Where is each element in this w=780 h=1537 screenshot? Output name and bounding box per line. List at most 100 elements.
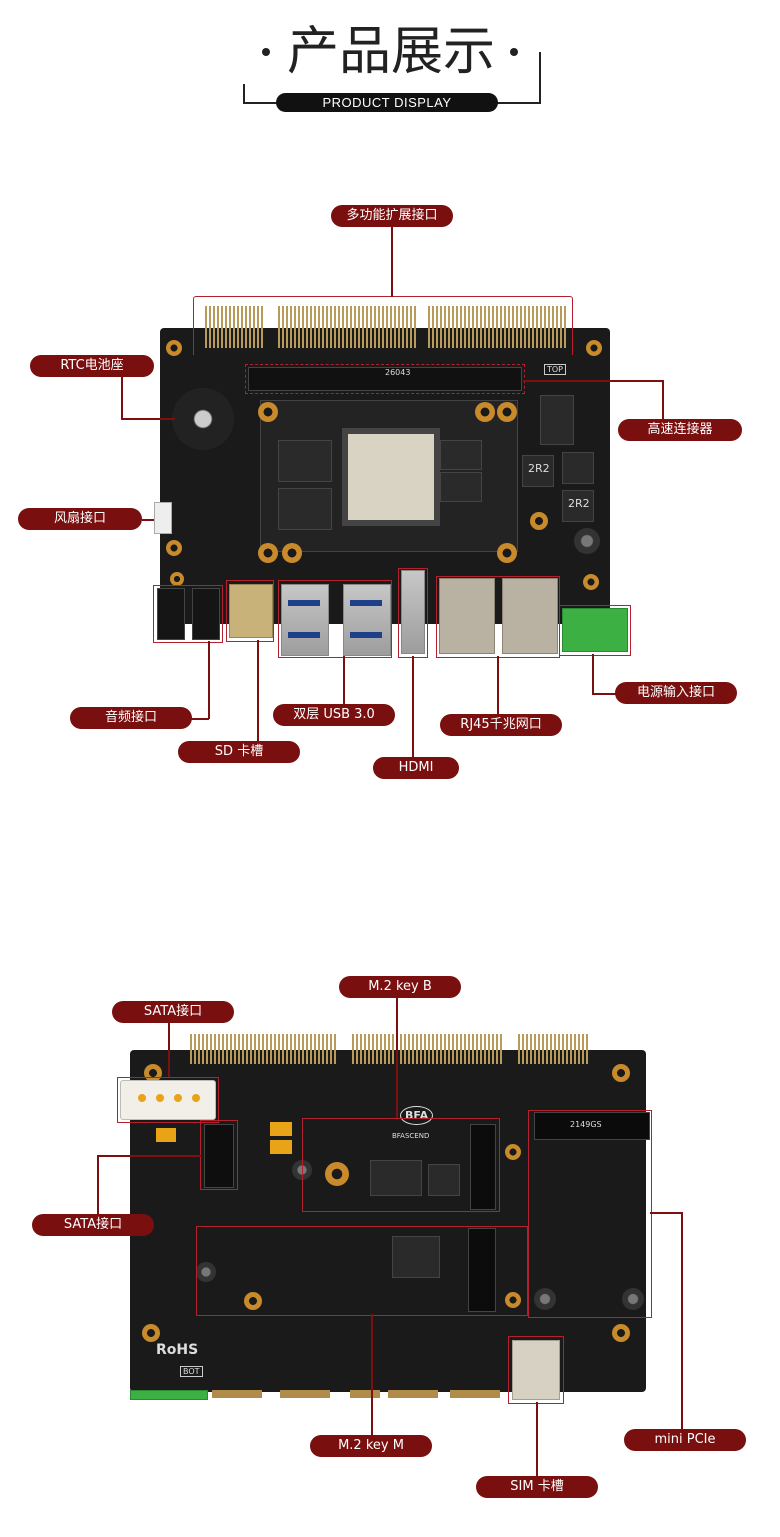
leader-sim: [536, 1402, 538, 1476]
label-mini-pcie: mini PCIe: [624, 1429, 746, 1451]
pin-header-2: [278, 306, 418, 348]
leader-usb: [343, 656, 345, 704]
memory-chip-1: [278, 440, 332, 482]
capacitor: [574, 528, 600, 554]
capacitor-tantalum: [270, 1122, 292, 1136]
leader-multi-expansion: [391, 227, 393, 297]
memory-chip-3: [440, 440, 482, 470]
bridge-chip: [428, 1164, 460, 1196]
standoff: [622, 1288, 644, 1310]
leader-rtc-battery: [121, 377, 123, 419]
standoff: [196, 1262, 216, 1282]
mount-hole: [325, 1162, 349, 1186]
audio-jack: [157, 588, 185, 640]
mount-hole: [282, 543, 302, 563]
highlight-sim: [508, 1336, 564, 1404]
highlight-power: [559, 605, 631, 656]
label-audio: 音频接口: [70, 707, 192, 729]
leader-power: [592, 693, 616, 695]
header-dot-left: [262, 48, 270, 56]
leader-m2-key-b: [396, 998, 398, 1118]
highlight-m2-key-b: [302, 1118, 500, 1212]
mount-hole: [258, 402, 278, 422]
pin-header-2: [352, 1034, 502, 1064]
mount-hole: [170, 572, 184, 586]
mount-hole: [612, 1064, 630, 1082]
mount-hole: [258, 543, 278, 563]
leader-high-speed: [662, 380, 664, 420]
leader-high-speed: [523, 380, 663, 382]
sata-power-connector: [120, 1080, 216, 1120]
leader-power: [592, 654, 594, 694]
label-sata-left: SATA接口: [32, 1214, 154, 1236]
usb-port: [343, 584, 391, 656]
leader-audio: [208, 641, 210, 719]
leader-fan: [142, 519, 154, 521]
capacitor-tantalum: [270, 1140, 292, 1154]
pin-header-3: [518, 1034, 588, 1064]
memory-chip-4: [440, 472, 482, 502]
hdmi-port: [401, 570, 425, 654]
label-power: 电源输入接口: [615, 682, 737, 704]
mount-hole: [505, 1292, 521, 1308]
sim-card-slot: [512, 1340, 560, 1400]
mount-hole: [583, 574, 599, 590]
inductor: [562, 452, 594, 484]
pcie-code: 2149GS: [570, 1120, 602, 1129]
molex-pin: [156, 1094, 164, 1102]
power-terminal-edge: [130, 1390, 208, 1400]
usb-tongue: [350, 632, 382, 638]
label-rj45: RJ45千兆网口: [440, 714, 562, 736]
highlight-high-speed: [245, 364, 525, 394]
page-title: 产品展示: [243, 20, 539, 84]
rj45-port: [439, 578, 495, 654]
leader-sata-left: [97, 1155, 201, 1157]
usb-tongue: [350, 600, 382, 606]
port-edge: [280, 1390, 330, 1398]
highlight-sd: [226, 580, 274, 642]
pin-header-1: [205, 306, 265, 348]
mount-hole: [166, 540, 182, 556]
highlight-multi-expansion: [193, 296, 573, 355]
highlight-rj45: [436, 576, 560, 658]
label-rtc-battery: RTC电池座: [30, 355, 154, 377]
usb-tongue: [288, 600, 320, 606]
mount-hole: [166, 340, 182, 356]
port-edge: [350, 1390, 380, 1398]
highlight-usb: [278, 580, 392, 658]
mini-pcie-socket: [534, 1112, 650, 1140]
audio-jack: [192, 588, 220, 640]
mount-hole: [142, 1324, 160, 1342]
bot-tag: BOT: [180, 1366, 203, 1377]
molex-pin: [174, 1094, 182, 1102]
label-sata-top: SATA接口: [112, 1001, 234, 1023]
inductor: [562, 490, 594, 522]
soc-chip: [342, 428, 440, 526]
highlight-sata-power: [117, 1077, 219, 1123]
capacitor-tantalum: [156, 1128, 176, 1142]
inductor: [522, 455, 554, 487]
mount-hole: [244, 1292, 262, 1310]
label-sim: SIM 卡槽: [476, 1476, 598, 1498]
label-m2-key-m: M.2 key M: [310, 1435, 432, 1457]
mount-hole: [586, 340, 602, 356]
highlight-hdmi: [398, 568, 428, 658]
highlight-mini-pcie: [528, 1110, 652, 1318]
label-fan: 风扇接口: [18, 508, 142, 530]
power-terminal: [562, 608, 628, 652]
inductor: [540, 395, 574, 445]
label-multi-expansion: 多功能扩展接口: [331, 205, 453, 227]
leader-mini-pcie: [681, 1212, 683, 1430]
port-edge: [388, 1390, 438, 1398]
leader-m2-key-m: [371, 1314, 373, 1436]
bridge-chip: [392, 1236, 440, 1278]
mount-hole: [505, 1144, 521, 1160]
leader-audio: [190, 718, 209, 720]
m2-key-b-socket: [470, 1124, 496, 1210]
leader-sd: [257, 640, 259, 742]
leader-sata-top: [168, 1023, 170, 1077]
label-m2-key-b: M.2 key B: [339, 976, 461, 998]
fan-connector: [154, 502, 172, 534]
rtc-battery-holder: [172, 388, 234, 450]
inductor-label-b: 2R2: [568, 497, 590, 510]
